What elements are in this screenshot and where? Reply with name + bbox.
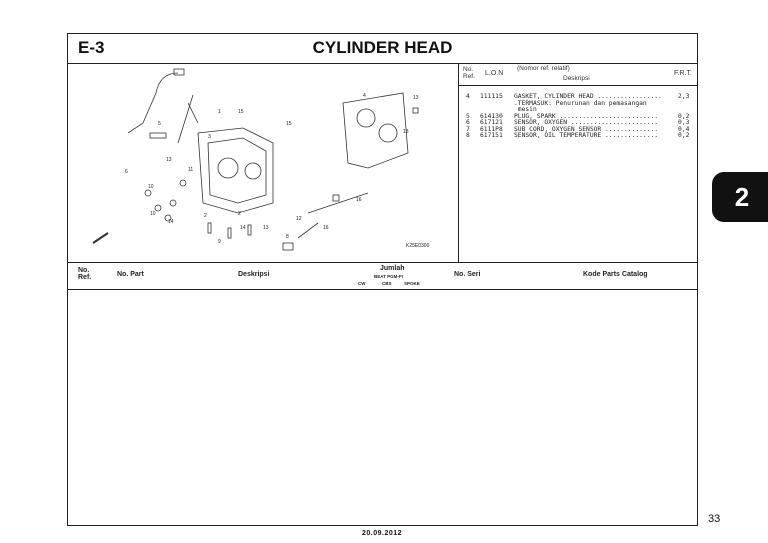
svg-text:9: 9 <box>218 239 221 245</box>
svg-text:13: 13 <box>263 225 269 231</box>
parts-desc: .TERMASUK: Penurunan dan pemasangan <box>514 99 647 107</box>
svg-text:12: 12 <box>296 216 302 222</box>
section-tab[interactable]: 2 <box>712 172 768 222</box>
parts-ref: 4 <box>466 93 470 100</box>
col-no-ref: No. Ref. <box>463 66 475 80</box>
section-code: E-3 <box>78 38 105 57</box>
parts-desc: PLUG, SPARK .......................... <box>514 112 659 120</box>
svg-text:5: 5 <box>158 121 161 127</box>
parts-ref: 5 <box>466 112 470 120</box>
th-no-ref: No. Ref. <box>78 267 92 281</box>
parts-list-header: No. Ref. L.O.N (Nomor ref. relatif) Desk… <box>459 63 697 86</box>
parts-ref: 8 <box>466 132 470 139</box>
parts-frt: 2,3 <box>678 93 690 100</box>
oxygen-sensor-cord <box>127 72 179 134</box>
svg-text:15: 15 <box>238 109 244 115</box>
parts-lon: 614130 <box>480 112 503 120</box>
cylinder-head-illustration: 4 13 5 6 1 15 15 3 13 11 10 10 14 2 2 14 13 12 16… <box>92 68 430 251</box>
parts-ref: 7 <box>466 125 470 133</box>
page-number: 33 <box>708 513 721 525</box>
svg-text:1: 1 <box>218 109 221 115</box>
exploded-diagram: 4 13 5 6 1 15 15 3 13 11 10 10 14 2 2 14 13 12 16… <box>68 63 459 262</box>
page-title: CYLINDER HEAD <box>312 38 453 57</box>
svg-text:2: 2 <box>204 213 207 219</box>
svg-text:11: 11 <box>188 167 193 173</box>
parts-desc: GASKET, CYLINDER HEAD ................. <box>514 93 662 100</box>
col-desc: Deskripsi <box>563 75 590 82</box>
svg-text:8: 8 <box>286 234 289 240</box>
svg-text:13: 13 <box>166 157 172 163</box>
diagram-code: K25E0300 <box>406 243 430 249</box>
col-frt: F.R.T. <box>674 70 692 77</box>
svg-text:16: 16 <box>356 197 362 203</box>
print-date: 20.09.2012 <box>362 530 403 537</box>
th-no-seri: No. Seri <box>454 271 481 278</box>
page-header: E-3 CYLINDER HEAD <box>68 34 697 64</box>
parts-desc: SENSOR, OIL TEMPERATURE .............. <box>514 132 659 139</box>
th-model: BEAT PGM-FI <box>374 274 403 279</box>
col-lon: L.O.N <box>485 70 504 77</box>
parts-lon: 617151 <box>480 132 503 139</box>
svg-text:6: 6 <box>125 169 128 175</box>
svg-text:13: 13 <box>413 95 419 101</box>
th-kode: Kode Parts Catalog <box>583 271 648 278</box>
svg-text:3: 3 <box>208 134 211 140</box>
th-spoke: SPOKE <box>404 281 420 286</box>
svg-text:4: 4 <box>363 93 366 99</box>
col-desc-note: (Nomor ref. relatif) <box>517 65 570 72</box>
svg-text:14: 14 <box>168 219 174 225</box>
svg-text:14: 14 <box>240 225 246 231</box>
table-header: No. Ref. No. Part Deskripsi Jumlah BEAT … <box>68 262 697 290</box>
th-no-part: No. Part <box>117 271 144 278</box>
parts-lon: 111115 <box>480 93 503 100</box>
parts-list: No. Ref. L.O.N (Nomor ref. relatif) Desk… <box>459 63 697 262</box>
parts-lon: 6111P8 <box>480 125 503 133</box>
parts-ref: 6 <box>466 119 470 126</box>
svg-text:2: 2 <box>238 211 241 217</box>
parts-frt: 0,2 <box>678 112 690 120</box>
th-jumlah: Jumlah <box>380 265 405 272</box>
svg-text:13: 13 <box>403 129 409 135</box>
th-deskripsi: Deskripsi <box>238 271 270 278</box>
parts-frt: 0,2 <box>678 132 690 139</box>
parts-frt: 0,3 <box>678 119 690 126</box>
parts-desc: SUB CORD, OXYGEN SENSOR .............. <box>514 125 659 133</box>
parts-desc: mesin <box>514 106 537 113</box>
th-cbs: CBS <box>382 281 392 286</box>
parts-desc: SENSOR, OXYGEN ....................... <box>514 119 659 126</box>
svg-text:15: 15 <box>286 121 292 127</box>
svg-text:10: 10 <box>150 211 156 217</box>
svg-text:16: 16 <box>323 225 329 231</box>
parts-lon: 617121 <box>480 119 503 126</box>
parts-frt: 0,4 <box>678 125 690 133</box>
svg-text:10: 10 <box>148 184 154 190</box>
th-cw: CW <box>358 281 366 286</box>
